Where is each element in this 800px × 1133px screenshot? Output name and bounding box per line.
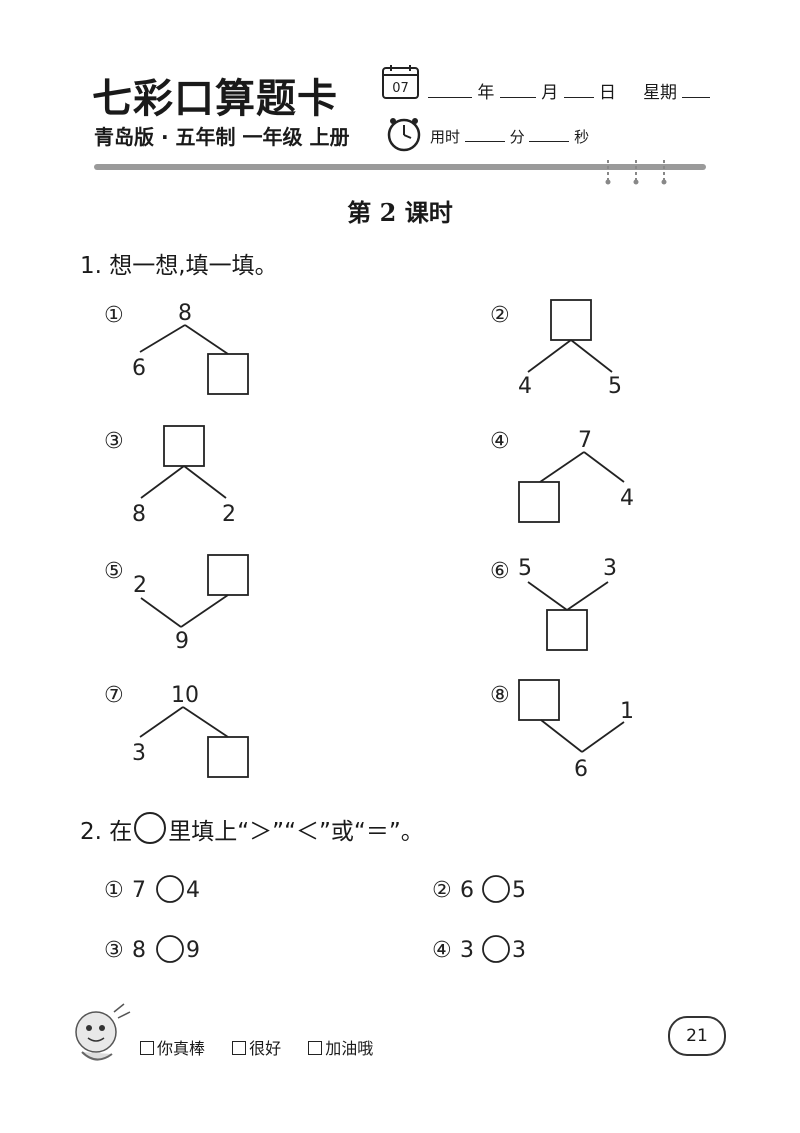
compare-right: 5 xyxy=(512,878,526,903)
bond-top: 10 xyxy=(171,683,199,708)
bond-right: 5 xyxy=(608,374,622,399)
checkbox-icon[interactable] xyxy=(140,1041,154,1055)
bond-right: 3 xyxy=(603,556,617,581)
compare-right: 4 xyxy=(186,878,200,903)
checkbox-icon[interactable] xyxy=(232,1041,247,1055)
compare-right: 9 xyxy=(186,938,200,963)
page-number: 21 xyxy=(668,1016,726,1056)
compare-circle[interactable] xyxy=(156,875,184,903)
bond-right: 4 xyxy=(620,486,634,511)
compare-marker: ① xyxy=(104,878,124,903)
bond-top: 8 xyxy=(178,301,192,326)
day-label: 日 xyxy=(599,83,617,103)
bond-left: 6 xyxy=(132,356,146,381)
bond-marker: ② xyxy=(490,303,510,328)
year-label: 年 xyxy=(477,83,495,103)
rating-option-great[interactable]: 你真棒 xyxy=(140,1039,205,1058)
compare-left: 8 xyxy=(132,938,146,963)
bond-left: 8 xyxy=(132,502,146,527)
bond-marker: ⑦ xyxy=(104,683,124,708)
mascot-icon xyxy=(75,1003,131,1061)
bond-left: 3 xyxy=(132,741,146,766)
compare-circle[interactable] xyxy=(482,875,510,903)
compare-marker: ② xyxy=(432,878,452,903)
rating-option-try-harder[interactable]: 加油哦 xyxy=(308,1039,373,1058)
answer-box[interactable] xyxy=(207,736,249,778)
compare-left: 6 xyxy=(460,878,474,903)
question2-title: 2. 在 里填上“＞”“＜”或“＝”。 xyxy=(80,812,424,846)
bond-marker: ③ xyxy=(104,429,124,454)
bond-left: 4 xyxy=(518,374,532,399)
calendar-icon: 07 xyxy=(382,65,419,99)
compare-marker: ④ xyxy=(432,938,452,963)
bond-left: 2 xyxy=(133,573,147,598)
bond-right: 2 xyxy=(222,502,236,527)
edition-label: 青岛版 · 五年制 一年级 上册 xyxy=(94,125,350,149)
header-divider xyxy=(94,160,706,185)
brand-title: 七彩口算题卡 xyxy=(92,75,338,122)
timer-sec-label: 秒 xyxy=(574,128,590,146)
bond-marker: ④ xyxy=(490,429,510,454)
answer-box[interactable] xyxy=(207,353,249,395)
timer-min-label: 分 xyxy=(509,128,525,146)
bond-marker: ⑧ xyxy=(490,683,510,708)
bond-bottom: 9 xyxy=(175,629,189,654)
answer-box[interactable] xyxy=(550,299,592,341)
calendar-day: 07 xyxy=(392,81,409,96)
circle-icon xyxy=(134,812,167,844)
answer-box[interactable] xyxy=(518,679,560,721)
bond-left: 5 xyxy=(518,556,532,581)
answer-box[interactable] xyxy=(546,609,588,651)
lesson-title: 第 2 课时 xyxy=(347,198,453,227)
clock-icon xyxy=(387,118,421,152)
compare-circle[interactable] xyxy=(156,935,184,963)
bond-bottom: 6 xyxy=(574,757,588,782)
answer-box[interactable] xyxy=(518,481,560,523)
comparison-items: ① 7 4 ② 6 5 ③ 8 9 ④ 3 3 xyxy=(104,875,526,963)
question1-title: 1. 想一想,填一填。 xyxy=(80,253,278,279)
timer-fields: 用时 分 秒 xyxy=(430,126,589,147)
bond-marker: ⑤ xyxy=(104,559,124,584)
answer-box[interactable] xyxy=(207,554,249,596)
date-fields: 年 月 日 星期 xyxy=(428,78,711,103)
timer-label: 用时 xyxy=(430,128,461,146)
compare-left: 7 xyxy=(132,878,146,903)
compare-left: 3 xyxy=(460,938,474,963)
answer-box[interactable] xyxy=(163,425,205,467)
compare-circle[interactable] xyxy=(482,935,510,963)
compare-right: 3 xyxy=(512,938,526,963)
question2-title-prefix: 2. 在 xyxy=(80,819,133,845)
rating-options: 你真棒 很好 加油哦 xyxy=(140,1035,395,1059)
bond-marker: ⑥ xyxy=(490,559,510,584)
bond-right: 1 xyxy=(620,699,634,724)
weekday-label: 星期 xyxy=(643,83,678,103)
compare-marker: ③ xyxy=(104,938,124,963)
month-label: 月 xyxy=(541,83,559,103)
bond-top: 7 xyxy=(578,428,592,453)
rating-option-good[interactable]: 很好 xyxy=(232,1039,281,1058)
bond-marker: ① xyxy=(104,303,124,328)
checkbox-icon[interactable] xyxy=(308,1041,323,1055)
question2-title-suffix: 里填上“＞”“＜”或“＝”。 xyxy=(168,819,424,845)
